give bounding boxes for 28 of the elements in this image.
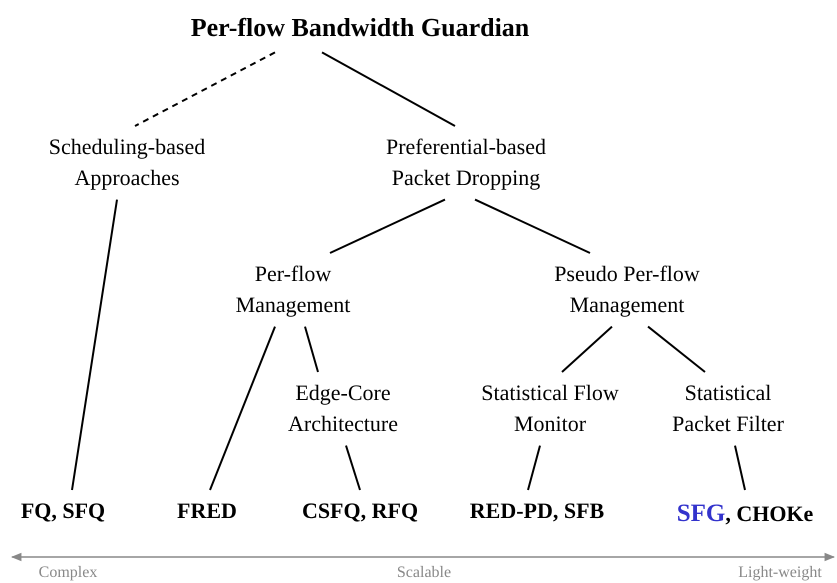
axis-label: Scalable	[396, 564, 452, 582]
connector-line	[71, 199, 118, 490]
category-label: Statistical Packet Filter	[653, 372, 803, 446]
connector-line	[474, 198, 590, 254]
method-label: FRED	[157, 490, 257, 533]
connector-line	[734, 445, 746, 490]
connector-line	[345, 445, 361, 490]
connector-line	[330, 198, 446, 254]
category-label: Edge-Core Architecture	[258, 372, 428, 446]
connector-line	[134, 52, 276, 127]
method-label: FQ, SFQ	[3, 490, 123, 533]
connector-line	[527, 445, 541, 490]
connector-line	[304, 326, 319, 372]
connector-line	[322, 52, 456, 127]
title-heading: Per-flow Bandwidth Guardian	[150, 4, 570, 52]
method-label: SFG, CHOKe	[660, 490, 830, 537]
category-label: Per-flow Management	[203, 253, 383, 327]
axis-label: Complex	[38, 564, 98, 582]
category-label: Pseudo Per-flow Management	[522, 253, 732, 327]
category-label: Preferential-based Packet Dropping	[366, 126, 566, 200]
method-label: CSFQ, RFQ	[285, 490, 435, 533]
category-label: Statistical Flow Monitor	[475, 372, 625, 446]
connector-line	[561, 326, 613, 373]
category-label: Scheduling-based Approaches	[17, 126, 237, 200]
method-label: RED-PD, SFB	[457, 490, 617, 533]
connector-line	[209, 326, 276, 490]
axis-label: Light-weight	[738, 564, 822, 582]
connector-line	[647, 326, 706, 373]
